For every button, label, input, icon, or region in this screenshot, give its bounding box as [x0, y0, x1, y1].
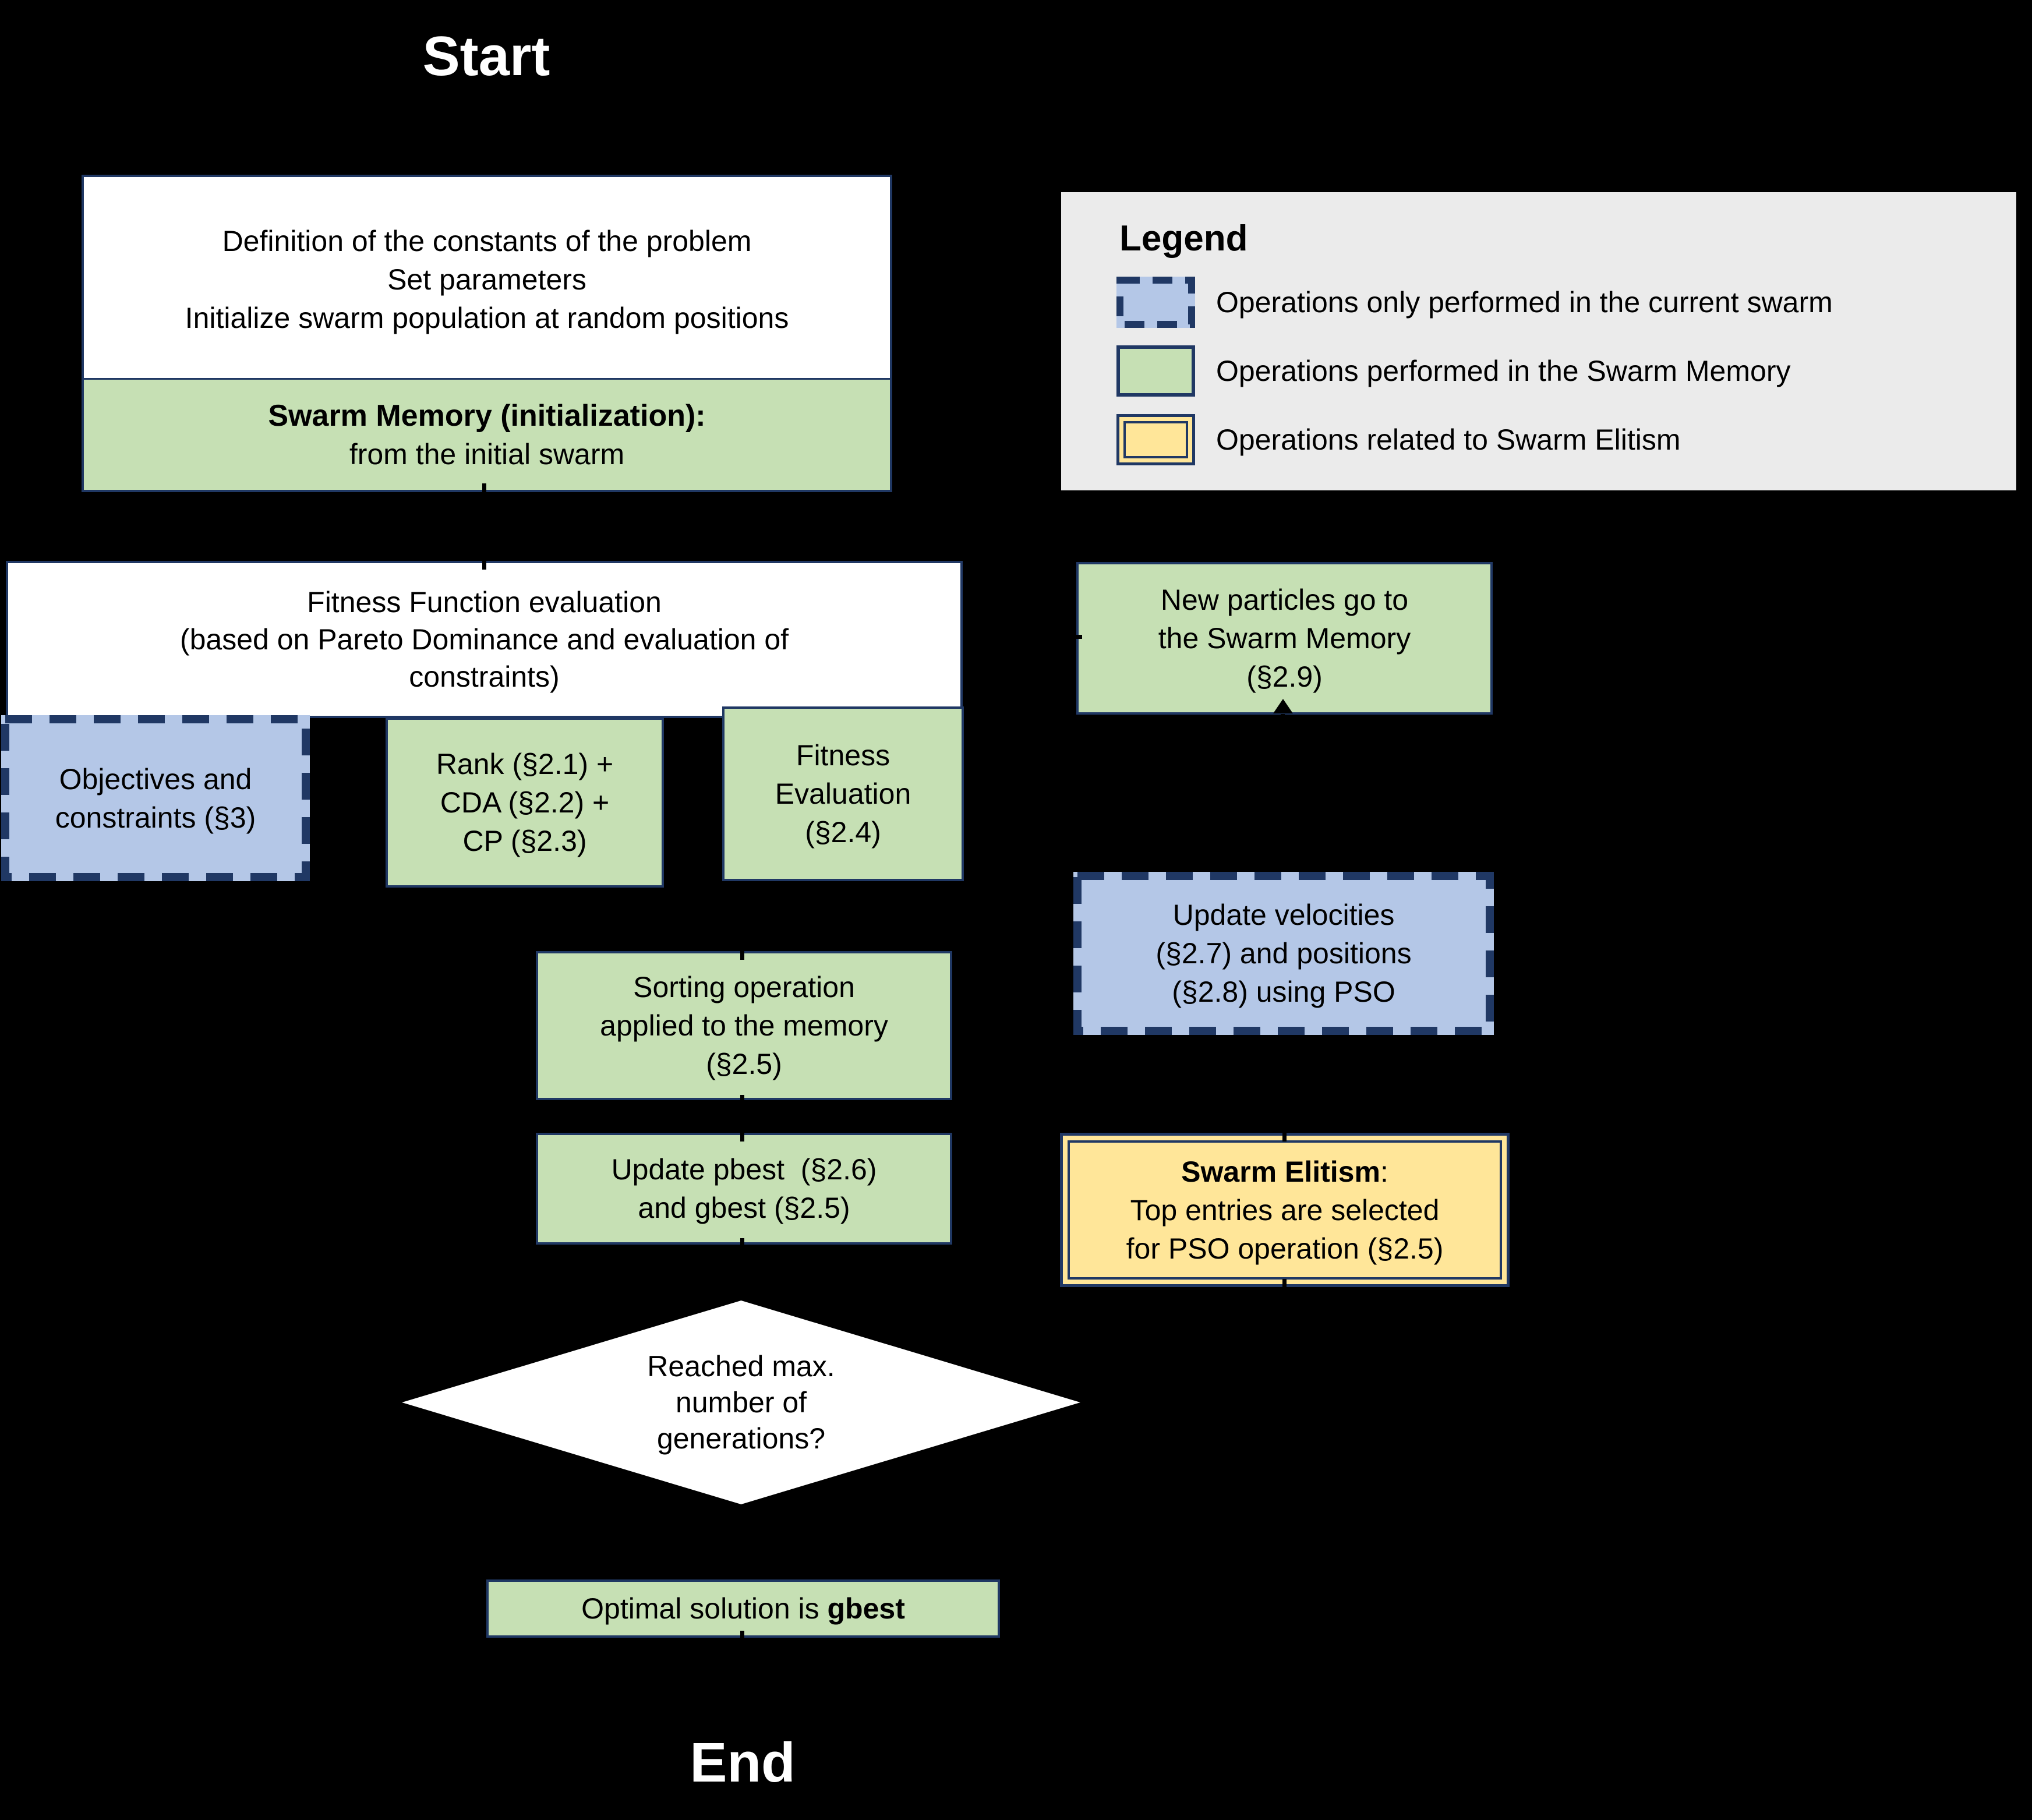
double-yellow-swatch	[1116, 414, 1195, 465]
optimal-solution-box: Optimal solution is gbest	[486, 1579, 1000, 1638]
dashed-border-icon	[1116, 277, 1195, 328]
arrow-tick	[740, 1095, 744, 1111]
update-pbest-gbest-box: Update pbest (§2.6) and gbest (§2.5)	[536, 1133, 952, 1245]
dashed-border-icon	[1, 715, 310, 881]
legend-title: Legend	[1119, 218, 1248, 259]
arrow-tick	[740, 1631, 744, 1647]
arrow-tick	[1282, 1279, 1287, 1295]
legend-panel: Legend Operations only performed in the …	[1061, 192, 2016, 490]
legend-label: Operations performed in the Swarm Memory	[1216, 355, 1791, 387]
arrow-tick	[1282, 1125, 1287, 1142]
end-label: End	[690, 1731, 796, 1794]
legend-item-current-swarm: Operations only performed in the current…	[1116, 277, 2016, 328]
new-particles-box: New particles go to the Swarm Memory (§2…	[1076, 562, 1493, 715]
sorting-operation-box: Sorting operation applied to the memory …	[536, 951, 952, 1100]
solid-green-swatch	[1116, 345, 1195, 397]
arrow-tick	[482, 553, 486, 570]
legend-label: Operations only performed in the current…	[1216, 286, 1833, 319]
objectives-constraints-box: Objectives and constraints (§3)	[1, 715, 310, 881]
arrowhead-up-icon	[1273, 699, 1293, 713]
update-velocities-box: Update velocities (§2.7) and positions (…	[1073, 872, 1494, 1035]
arrow-tick	[1066, 635, 1082, 639]
fitness-evaluation-box: Fitness Evaluation (§2.4)	[722, 706, 964, 881]
start-label: Start	[422, 25, 550, 87]
dashed-border-icon	[1073, 872, 1494, 1035]
swarm-elitism-box: Swarm Elitism: Top entries are selected …	[1060, 1133, 1510, 1287]
max-generations-decision: Reached max. number of generations?	[402, 1300, 1080, 1504]
swarm-memory-init-section: Swarm Memory (initialization): from the …	[84, 378, 890, 490]
arrow-tick	[740, 1238, 744, 1254]
arrow-tick	[1281, 714, 1285, 730]
arrow-tick	[740, 943, 744, 960]
arrow-tick	[482, 483, 486, 500]
initialization-box: Definition of the constants of the probl…	[82, 175, 892, 492]
legend-label: Operations related to Swarm Elitism	[1216, 423, 1681, 456]
legend-item-swarm-memory: Operations performed in the Swarm Memory	[1116, 345, 2016, 397]
rank-cda-cp-box: Rank (§2.1) + CDA (§2.2) + CP (§2.3)	[386, 718, 664, 888]
legend-item-swarm-elitism: Operations related to Swarm Elitism	[1116, 414, 2016, 465]
fitness-function-box: Fitness Function evaluation (based on Pa…	[6, 561, 963, 718]
initialization-text: Definition of the constants of the probl…	[185, 225, 789, 334]
dashed-blue-swatch	[1116, 277, 1195, 328]
arrow-tick	[740, 1125, 744, 1142]
